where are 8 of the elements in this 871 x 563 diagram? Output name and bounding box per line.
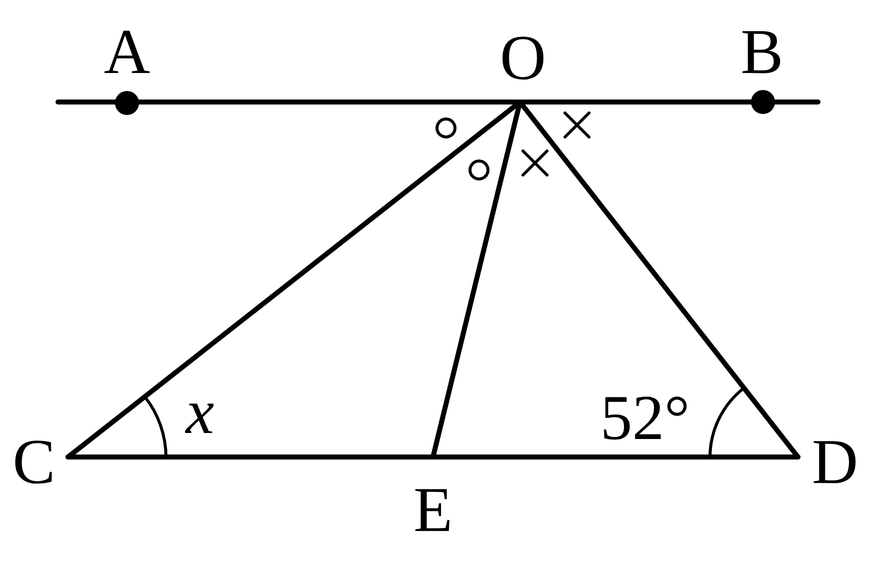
point-label: D — [812, 430, 858, 494]
angle-label: x — [186, 380, 214, 444]
point-label: E — [413, 478, 453, 542]
point-label: B — [740, 20, 784, 84]
point-label: A — [104, 20, 150, 84]
point-label: C — [12, 430, 56, 494]
point-label: O — [500, 26, 546, 90]
angle-label: 52° — [600, 386, 690, 450]
